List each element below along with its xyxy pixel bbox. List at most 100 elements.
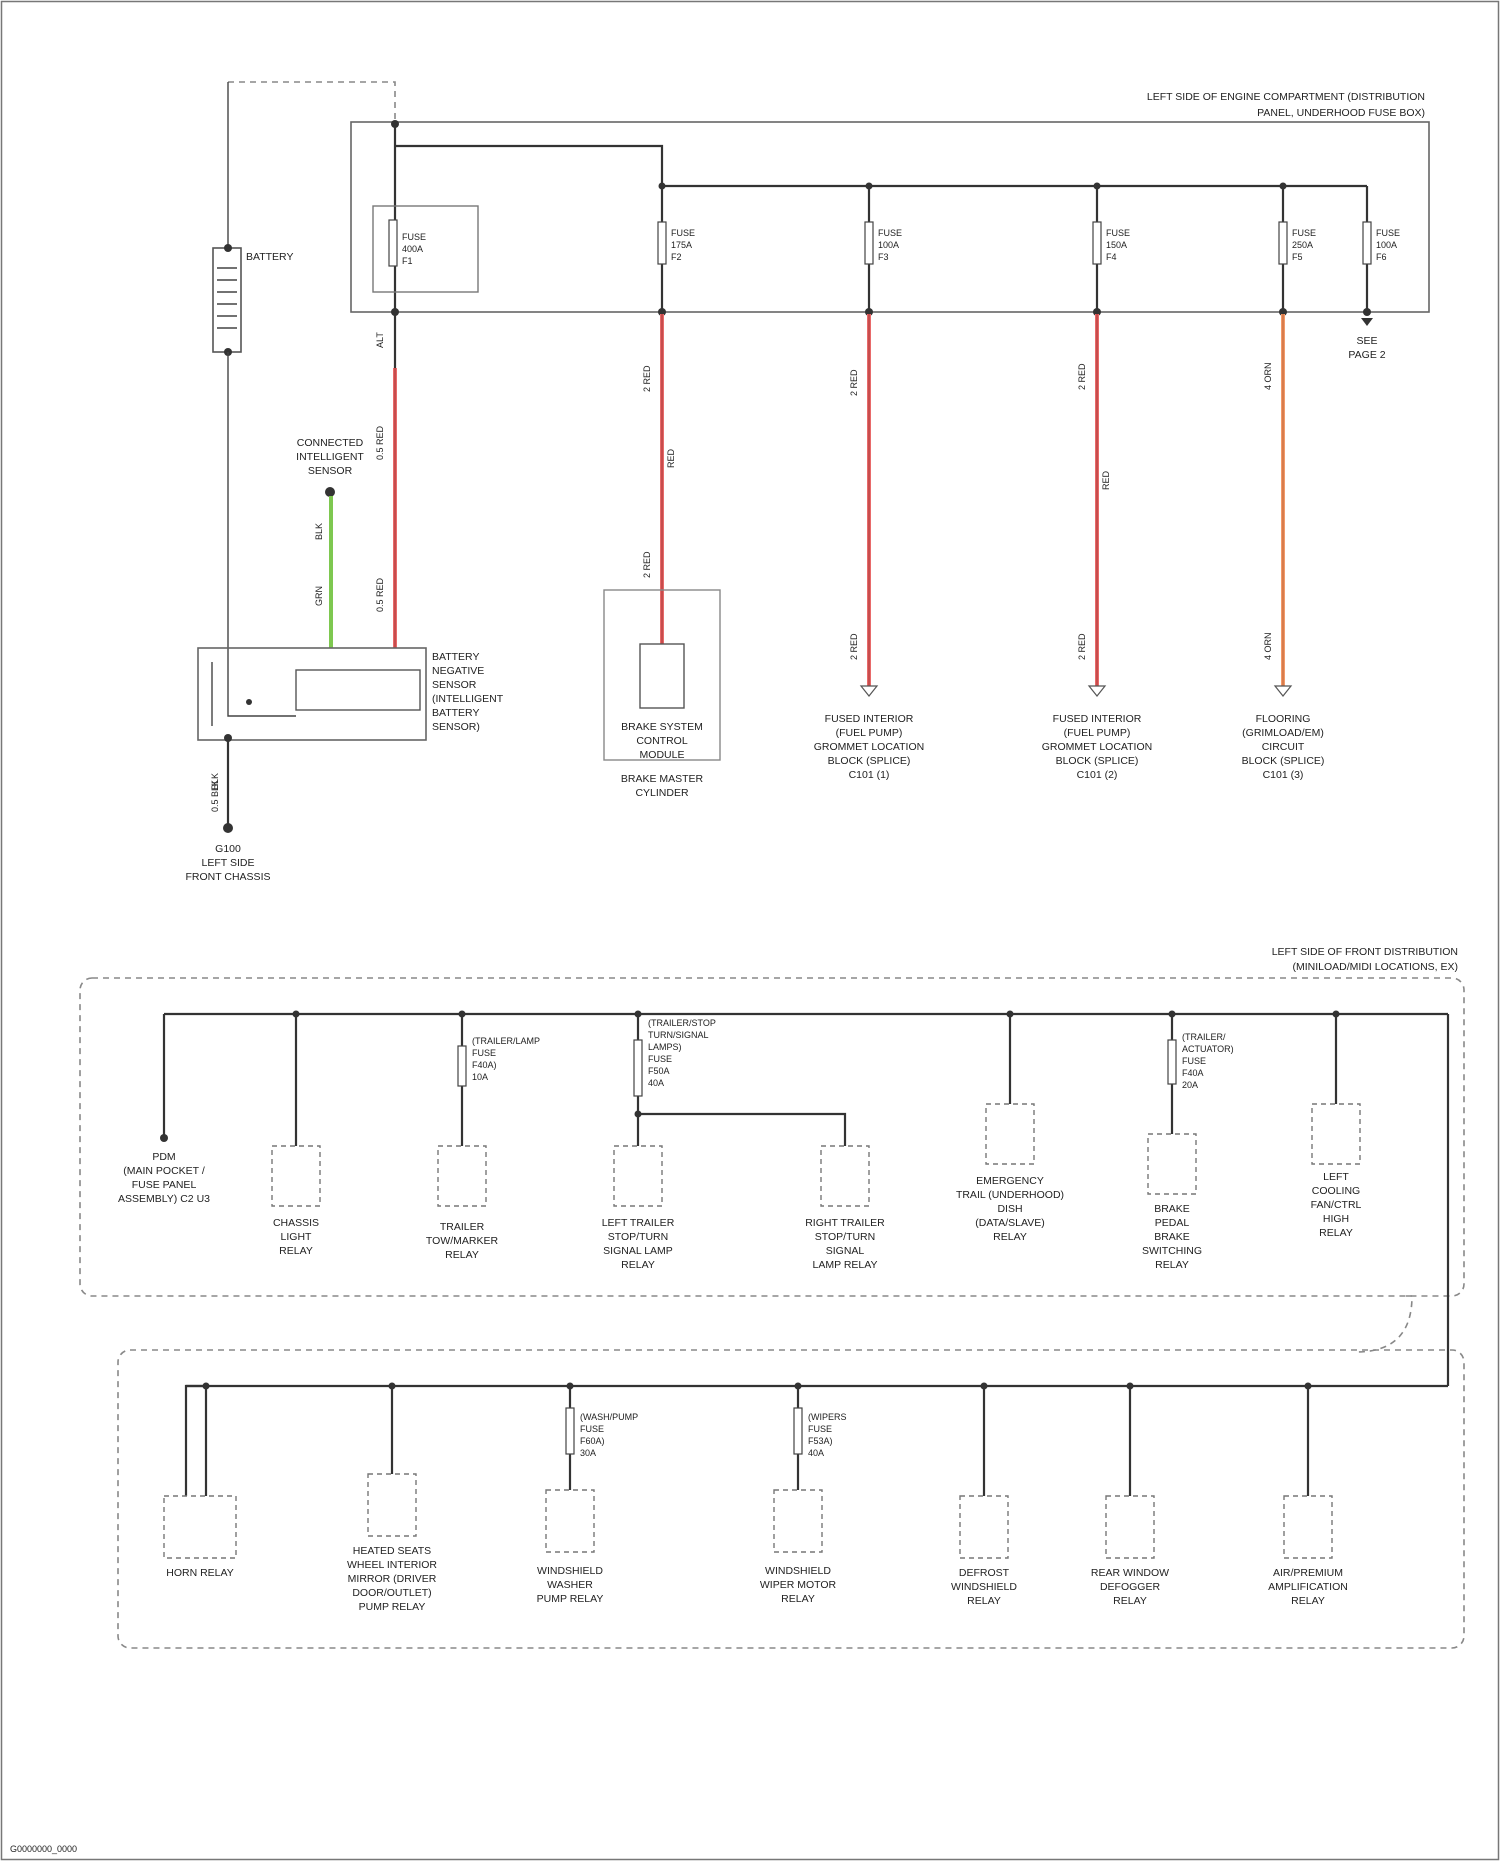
- svg-text:AIR/PREMIUM: AIR/PREMIUM: [1273, 1567, 1343, 1579]
- distribution-panel-box: [351, 122, 1429, 312]
- svg-text:4 ORN: 4 ORN: [1263, 362, 1273, 390]
- svg-text:LEFT SIDE: LEFT SIDE: [202, 857, 255, 869]
- svg-text:RED: RED: [1101, 470, 1111, 490]
- svg-text:RELAY: RELAY: [993, 1231, 1027, 1243]
- svg-text:HORN RELAY: HORN RELAY: [166, 1567, 234, 1579]
- svg-text:C101 (2): C101 (2): [1077, 769, 1118, 781]
- svg-text:0.5 RED: 0.5 RED: [375, 577, 385, 612]
- battery-positive-terminal: [224, 244, 232, 252]
- svg-text:FUSE: FUSE: [1106, 228, 1130, 238]
- svg-text:20A: 20A: [1182, 1080, 1198, 1090]
- svg-text:F40A): F40A): [472, 1060, 497, 1070]
- relay-icon: [986, 1104, 1034, 1164]
- svg-text:FUSE: FUSE: [1376, 228, 1400, 238]
- svg-text:PDM: PDM: [152, 1151, 175, 1163]
- svg-text:2 RED: 2 RED: [849, 633, 859, 660]
- svg-text:FLOORING: FLOORING: [1256, 713, 1311, 725]
- svg-text:SENSOR: SENSOR: [432, 679, 477, 691]
- svg-text:ACTUATOR): ACTUATOR): [1182, 1044, 1234, 1054]
- fuse-icon: [1279, 222, 1287, 264]
- svg-text:DEFOGGER: DEFOGGER: [1100, 1581, 1161, 1593]
- relay-icon: [1312, 1104, 1360, 1164]
- svg-text:F53A): F53A): [808, 1436, 833, 1446]
- svg-text:PAGE 2: PAGE 2: [1348, 349, 1385, 361]
- fuse-icon: [458, 1046, 466, 1086]
- svg-text:PUMP RELAY: PUMP RELAY: [359, 1601, 426, 1613]
- svg-text:CIRCUIT: CIRCUIT: [1262, 741, 1305, 753]
- relay-icon: [438, 1146, 486, 1206]
- relay-icon: [164, 1496, 236, 1558]
- svg-text:10A: 10A: [472, 1072, 488, 1082]
- svg-text:DISH: DISH: [997, 1203, 1022, 1215]
- svg-text:SIGNAL LAMP: SIGNAL LAMP: [603, 1245, 673, 1257]
- battery-sensor-module: [296, 670, 420, 710]
- svg-text:250A: 250A: [1292, 240, 1313, 250]
- svg-text:F1: F1: [402, 256, 413, 266]
- svg-text:F60A): F60A): [580, 1436, 605, 1446]
- svg-text:LIGHT: LIGHT: [281, 1231, 313, 1243]
- svg-text:FAN/CTRL: FAN/CTRL: [1311, 1199, 1362, 1211]
- svg-text:TRAILER: TRAILER: [440, 1221, 485, 1233]
- svg-text:HIGH: HIGH: [1323, 1213, 1349, 1225]
- svg-text:FUSE: FUSE: [648, 1054, 672, 1064]
- svg-text:0.5 RED: 0.5 RED: [375, 425, 385, 460]
- relay-icon: [614, 1146, 662, 1206]
- svg-text:BLOCK (SPLICE): BLOCK (SPLICE): [828, 755, 911, 767]
- svg-text:BRAKE MASTER: BRAKE MASTER: [621, 773, 704, 785]
- svg-text:LAMP RELAY: LAMP RELAY: [813, 1259, 878, 1271]
- svg-text:RELAY: RELAY: [1155, 1259, 1189, 1271]
- svg-text:RELAY: RELAY: [1113, 1595, 1147, 1607]
- svg-text:175A: 175A: [671, 240, 692, 250]
- svg-text:BATTERY: BATTERY: [432, 651, 479, 663]
- svg-text:SENSOR): SENSOR): [432, 721, 480, 733]
- fuse-icon: [1168, 1040, 1176, 1084]
- svg-text:FUSE: FUSE: [472, 1048, 496, 1058]
- svg-text:(DATA/SLAVE): (DATA/SLAVE): [975, 1217, 1044, 1229]
- svg-text:CYLINDER: CYLINDER: [635, 787, 689, 799]
- svg-text:RELAY: RELAY: [781, 1593, 815, 1605]
- svg-text:40A: 40A: [808, 1448, 824, 1458]
- svg-text:150A: 150A: [1106, 240, 1127, 250]
- svg-text:F3: F3: [878, 252, 889, 262]
- svg-text:(WASH/PUMP: (WASH/PUMP: [580, 1412, 638, 1422]
- relay-icon: [1284, 1496, 1332, 1558]
- svg-text:TOW/MARKER: TOW/MARKER: [426, 1235, 499, 1247]
- svg-text:F2: F2: [671, 252, 682, 262]
- svg-text:MIRROR (DRIVER: MIRROR (DRIVER: [348, 1573, 437, 1585]
- ground-point-icon: [223, 823, 233, 833]
- svg-text:(WIPERS: (WIPERS: [808, 1412, 847, 1422]
- svg-text:RELAY: RELAY: [1291, 1595, 1325, 1607]
- svg-text:FUSE: FUSE: [808, 1424, 832, 1434]
- svg-text:BRAKE: BRAKE: [1154, 1231, 1190, 1243]
- fuse-icon: [658, 222, 666, 264]
- svg-text:40A: 40A: [648, 1078, 664, 1088]
- connector-pin-icon: [160, 1134, 168, 1142]
- svg-text:FUSED INTERIOR: FUSED INTERIOR: [825, 713, 914, 725]
- svg-text:GRN: GRN: [314, 586, 324, 606]
- relay-icon: [1148, 1134, 1196, 1194]
- svg-text:WINDSHIELD: WINDSHIELD: [951, 1581, 1017, 1593]
- svg-text:RELAY: RELAY: [1319, 1227, 1353, 1239]
- svg-text:F40A: F40A: [1182, 1068, 1204, 1078]
- svg-text:LAMPS): LAMPS): [648, 1042, 682, 1052]
- svg-text:30A: 30A: [580, 1448, 596, 1458]
- middle-section-title-line2: (MINILOAD/MIDI LOCATIONS, EX): [1293, 961, 1459, 973]
- sensor-connector: [325, 487, 335, 497]
- svg-text:(TRAILER/STOP: (TRAILER/STOP: [648, 1018, 716, 1028]
- svg-text:G100: G100: [215, 843, 241, 855]
- fuse-icon: [1363, 222, 1371, 264]
- svg-text:4 ORN: 4 ORN: [1263, 632, 1273, 660]
- battery-body: [213, 248, 241, 352]
- fuse-icon: [865, 222, 873, 264]
- svg-text:CONTROL: CONTROL: [636, 735, 687, 747]
- svg-text:BRAKE SYSTEM: BRAKE SYSTEM: [621, 721, 703, 733]
- svg-text:2 RED: 2 RED: [1077, 633, 1087, 660]
- svg-text:FUSE: FUSE: [878, 228, 902, 238]
- svg-text:100A: 100A: [1376, 240, 1397, 250]
- svg-text:2 RED: 2 RED: [1077, 363, 1087, 390]
- svg-text:ASSEMBLY) C2 U3: ASSEMBLY) C2 U3: [118, 1193, 210, 1205]
- svg-text:NEGATIVE: NEGATIVE: [432, 665, 484, 677]
- svg-text:STOP/TURN: STOP/TURN: [608, 1231, 668, 1243]
- svg-text:(TRAILER/LAMP: (TRAILER/LAMP: [472, 1036, 540, 1046]
